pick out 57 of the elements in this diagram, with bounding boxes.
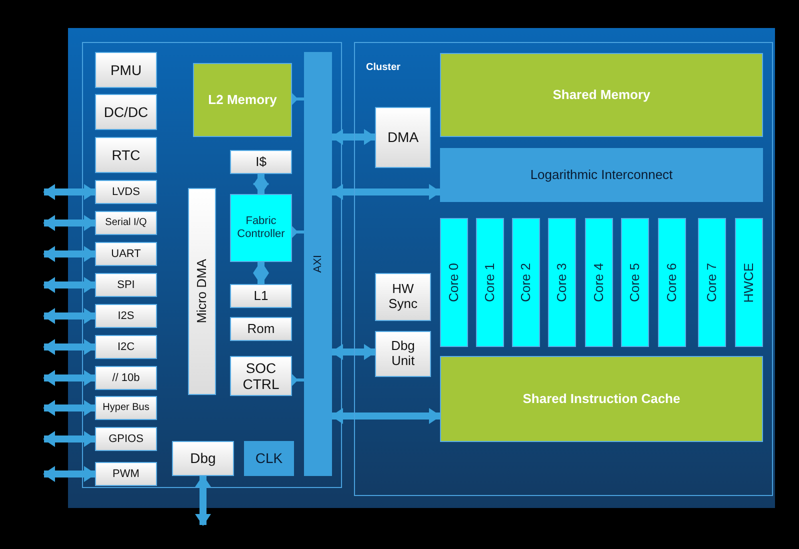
double-arrow	[331, 344, 376, 360]
double-arrow	[43, 431, 96, 447]
double-arrow	[43, 370, 96, 386]
block: LVDS	[95, 180, 157, 204]
core-block: Fabric Controller	[230, 194, 292, 262]
bus-block: CLK	[244, 441, 294, 476]
cluster-frame	[354, 42, 773, 496]
memory-block: L2 Memory	[193, 63, 292, 137]
core-block: Core 4	[585, 218, 613, 347]
block: Dbg	[172, 441, 234, 476]
block: SOC CTRL	[230, 356, 292, 396]
double-arrow	[331, 129, 376, 145]
double-arrow	[195, 475, 211, 526]
core-block: Core 2	[512, 218, 540, 347]
core-block: Core 0	[440, 218, 468, 347]
block: Micro DMA	[188, 188, 216, 395]
block: HW Sync	[375, 273, 431, 321]
block: Dbg Unit	[375, 331, 431, 377]
double-arrow	[43, 215, 96, 231]
cluster-title: Cluster	[366, 62, 400, 74]
bus-block: Logarithmic Interconnect	[440, 148, 763, 202]
block: DMA	[375, 107, 431, 168]
core-block: Core 7	[698, 218, 726, 347]
double-arrow	[43, 184, 96, 200]
double-arrow	[43, 308, 96, 324]
double-arrow	[331, 408, 441, 424]
memory-block: Shared Instruction Cache	[440, 356, 763, 442]
block: GPIOS	[95, 427, 157, 451]
core-block: Core 1	[476, 218, 504, 347]
block: Hyper Bus	[95, 396, 157, 420]
core-block: HWCE	[735, 218, 763, 347]
core-block: Core 6	[658, 218, 686, 347]
block: UART	[95, 242, 157, 266]
double-arrow	[43, 400, 96, 416]
double-arrow	[43, 466, 96, 482]
block: Serial I/Q	[95, 211, 157, 235]
block: I2C	[95, 335, 157, 359]
block: SPI	[95, 273, 157, 297]
bus-block: AXI	[304, 52, 332, 476]
block: L1	[230, 284, 292, 308]
block: I$	[230, 150, 292, 174]
double-arrow	[43, 246, 96, 262]
double-arrow	[253, 173, 269, 195]
memory-block: Shared Memory	[440, 53, 763, 137]
block: // 10b	[95, 366, 157, 390]
block: I2S	[95, 304, 157, 328]
double-arrow	[43, 339, 96, 355]
core-block: Core 3	[548, 218, 576, 347]
block: Rom	[230, 317, 292, 341]
block: PMU	[95, 52, 157, 88]
block: RTC	[95, 137, 157, 173]
double-arrow	[43, 277, 96, 293]
block: PWM	[95, 462, 157, 486]
double-arrow	[331, 184, 441, 200]
core-block: Core 5	[621, 218, 649, 347]
block: DC/DC	[95, 94, 157, 130]
double-arrow	[253, 261, 269, 285]
